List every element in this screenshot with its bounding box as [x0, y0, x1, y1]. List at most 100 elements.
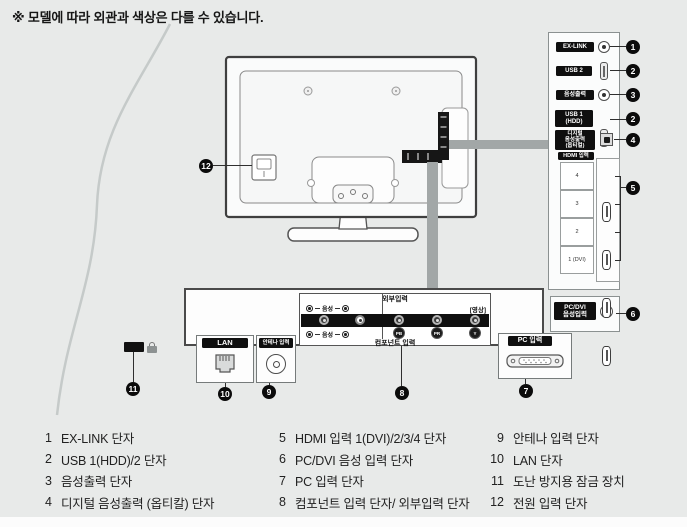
kensington-lock-slot	[124, 342, 144, 352]
callout-3: 3	[626, 88, 640, 102]
legend-text: 도난 방지용 잠금 장치	[513, 475, 625, 490]
ex-link-label: EX-LINK	[563, 43, 587, 50]
legend-text: 음성출력 단자	[61, 475, 133, 490]
hdmi-input-box-2: 2	[560, 218, 594, 246]
lan-rj45-icon	[215, 354, 235, 373]
hdmi-2-label: 2	[575, 229, 579, 235]
legend-num: 9	[497, 430, 504, 445]
callout-line-2	[610, 70, 626, 71]
callout-line-10	[225, 383, 226, 387]
bar-jack-icon	[319, 315, 329, 325]
side-panel-leader-bar	[449, 140, 549, 149]
bar-jack-icon	[394, 315, 404, 325]
legend-text: EX-LINK 단자	[61, 432, 135, 447]
power-socket-detail	[256, 158, 272, 170]
legend-text: PC 입력 단자	[295, 475, 364, 490]
dash	[315, 308, 320, 309]
lan-label: LAN	[217, 337, 233, 347]
pr-label: PR	[433, 330, 441, 336]
callout-7: 7	[519, 384, 533, 398]
callout-line-5	[620, 187, 626, 188]
port-tick	[427, 153, 429, 160]
vesa-screw-dot	[395, 90, 397, 92]
hdmi-port-icon	[602, 298, 611, 318]
callout-2b: 2	[626, 112, 640, 126]
legend-item: 9 안테나 입력 단자	[488, 427, 625, 449]
bracket-hole	[338, 193, 344, 199]
component-y-jack: Y	[469, 327, 481, 339]
tv-stand-base	[287, 227, 419, 242]
hdmi-port-icon	[602, 250, 611, 270]
power-input-socket	[251, 154, 277, 181]
hdmi-3-label: 3	[575, 201, 579, 207]
callout-2: 2	[626, 64, 640, 78]
port-tick	[440, 126, 447, 128]
audio-jack-print-icon	[306, 331, 313, 338]
callout-11: 11	[126, 382, 140, 396]
callout-line-12	[213, 165, 252, 166]
bracket-hole	[362, 193, 368, 199]
antenna-label-chip: 안테나 입력	[259, 338, 293, 348]
hdmi-header-chip: HDMI 입력	[558, 152, 594, 160]
pc-dvi-audio-chip: PC/DVI 음성입력	[554, 302, 596, 320]
hdmi-stub-4	[615, 260, 620, 261]
bottom-panel-leader-bar	[427, 162, 438, 288]
legend-num: 1	[45, 430, 52, 445]
hdmi-stub-1	[615, 176, 620, 177]
callout-line-6	[616, 313, 626, 314]
audio-out-label: 음성출력	[563, 91, 587, 98]
dash	[335, 308, 341, 309]
model-notice-text: ※ 모델에 따라 외관과 색상은 다를 수 있습니다.	[12, 10, 264, 25]
usb2-label: USB 2	[565, 67, 583, 74]
digital-audio-label1: 디지털	[567, 130, 583, 137]
legend-num: 5	[279, 430, 286, 445]
legend-text: 전원 입력 단자	[513, 496, 588, 511]
port-tick	[417, 153, 419, 160]
legend-item: 10 LAN 단자	[488, 449, 625, 471]
hdmi-1-dvi-label: 1 (DVI)	[568, 257, 586, 263]
callout-line-1	[610, 46, 626, 47]
lan-label-chip: LAN	[202, 338, 248, 348]
legend-num: 11	[491, 473, 504, 488]
hdmi-stub-3	[615, 232, 620, 233]
dash	[315, 334, 320, 335]
legend-num: 2	[45, 452, 52, 467]
audio-print-row-top: 음성	[306, 304, 350, 313]
ex-link-port-icon	[598, 41, 610, 53]
usb2-port-icon	[600, 62, 608, 80]
callout-line-3	[610, 94, 626, 95]
hdmi-input-box-1: 1 (DVI)	[560, 246, 594, 274]
legend-text: LAN 단자	[513, 453, 563, 468]
callout-5: 5	[626, 181, 640, 195]
audio-print-row-bottom: 음성	[306, 330, 350, 339]
bracket-hole	[350, 189, 356, 195]
callout-1: 1	[626, 40, 640, 54]
lock-body-icon	[147, 346, 157, 353]
hdmi-header-label: HDMI 입력	[563, 152, 589, 159]
usb1-hdd-label: (HDD)	[565, 118, 583, 125]
bar-jack-highlight-icon	[355, 315, 365, 325]
legend-text: 안테나 입력 단자	[513, 432, 599, 447]
legend-num: 3	[45, 473, 52, 488]
pc-dvi-label1: PC/DVI	[564, 303, 586, 311]
external-input-header: 외부입력	[382, 296, 408, 303]
digital-audio-label3: (옵티컬)	[565, 143, 585, 150]
component-pr-jack: PR	[431, 327, 443, 339]
legend-num: 7	[279, 473, 286, 488]
audio-label: 음성	[322, 333, 334, 339]
audio-label: 음성	[322, 307, 334, 313]
hdmi-stub-2	[615, 204, 620, 205]
legend-num: 10	[490, 452, 504, 467]
port-tick	[440, 116, 447, 118]
component-input-header: 컴포넌트 입력	[374, 340, 416, 347]
callout-10: 10	[218, 387, 232, 401]
usb1-label-chip: USB 1 (HDD)	[555, 110, 593, 127]
hdmi-input-box-3: 3	[560, 190, 594, 218]
